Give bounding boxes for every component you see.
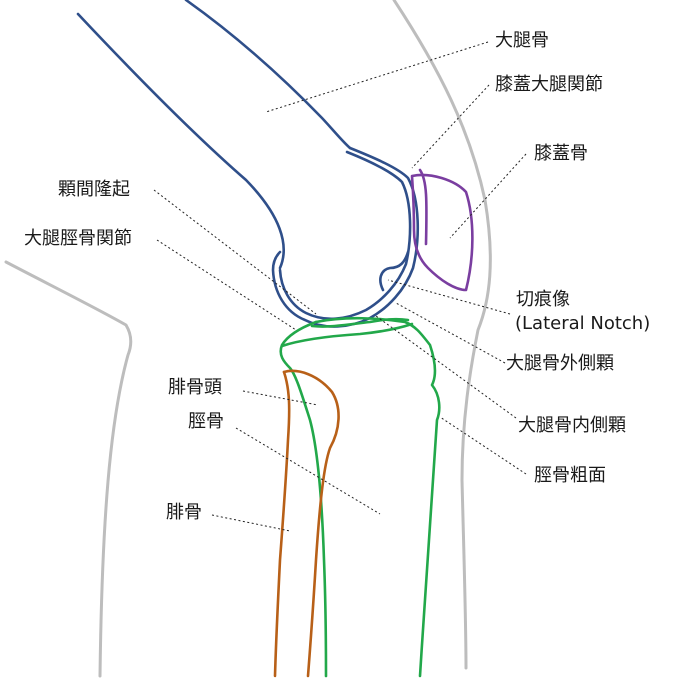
tibial-plateau-outline — [314, 316, 441, 678]
labels: 大腿骨 膝蓋大腿関節 膝蓋骨 顆間隆起 大腿脛骨関節 切痕像 (Lateral … — [24, 30, 650, 523]
label-femur: 大腿骨 — [495, 30, 549, 51]
label-medial-condyle: 大腿骨内側顆 — [518, 415, 626, 436]
skin-outline-posterior — [4, 260, 133, 678]
leader-lateral-notch — [387, 279, 511, 315]
patella-outline — [410, 173, 474, 292]
patella-inner-line — [418, 168, 428, 246]
femur-condyle-inner-outline — [278, 150, 412, 321]
leader-tibial-tuberosity — [439, 416, 527, 475]
leader-patellofemoral-joint — [411, 84, 490, 169]
label-patellofemoral-joint: 膝蓋大腿関節 — [495, 74, 603, 95]
leader-tibia — [235, 427, 381, 515]
label-lateral-notch: 切痕像 — [516, 289, 570, 310]
leader-lateral-condyle — [395, 302, 506, 364]
label-intercondylar-eminence: 顆間隆起 — [58, 179, 130, 200]
label-lateral-notch-en: (Lateral Notch) — [515, 313, 650, 334]
tibial-plateau-surface — [310, 317, 410, 328]
tibia-plateau-posterior-edge — [280, 322, 414, 348]
label-fibula: 腓骨 — [166, 502, 202, 523]
label-tibia: 脛骨 — [188, 411, 224, 432]
label-fibular-head: 腓骨頭 — [168, 377, 222, 398]
skin-outline-anterior — [392, 0, 492, 670]
label-tibial-tuberosity: 脛骨粗面 — [534, 465, 606, 486]
femur-condyle-outer-outline — [271, 146, 420, 328]
label-femorotibial-joint: 大腿脛骨関節 — [24, 228, 132, 249]
label-patella: 膝蓋骨 — [534, 143, 588, 164]
leader-patella — [449, 153, 527, 239]
fibula-outline-posterior — [273, 370, 291, 678]
fibula-head-outline — [282, 369, 340, 678]
leader-femur — [265, 41, 489, 113]
leader-medial-condyle — [375, 315, 517, 419]
leader-intercondylar-eminence — [153, 189, 317, 315]
tibia-posterior-outline — [279, 320, 328, 678]
leader-fibular-head — [242, 390, 319, 406]
femur-shaft-anterior-outline — [184, 0, 352, 150]
leader-fibula — [211, 514, 291, 532]
femur-shaft-posterior-outline — [76, 12, 285, 270]
leader-lines — [153, 41, 527, 532]
label-lateral-condyle: 大腿骨外側顆 — [506, 353, 614, 374]
lateral-notch-outline — [379, 250, 410, 292]
leader-femorotibial-joint — [156, 239, 297, 331]
